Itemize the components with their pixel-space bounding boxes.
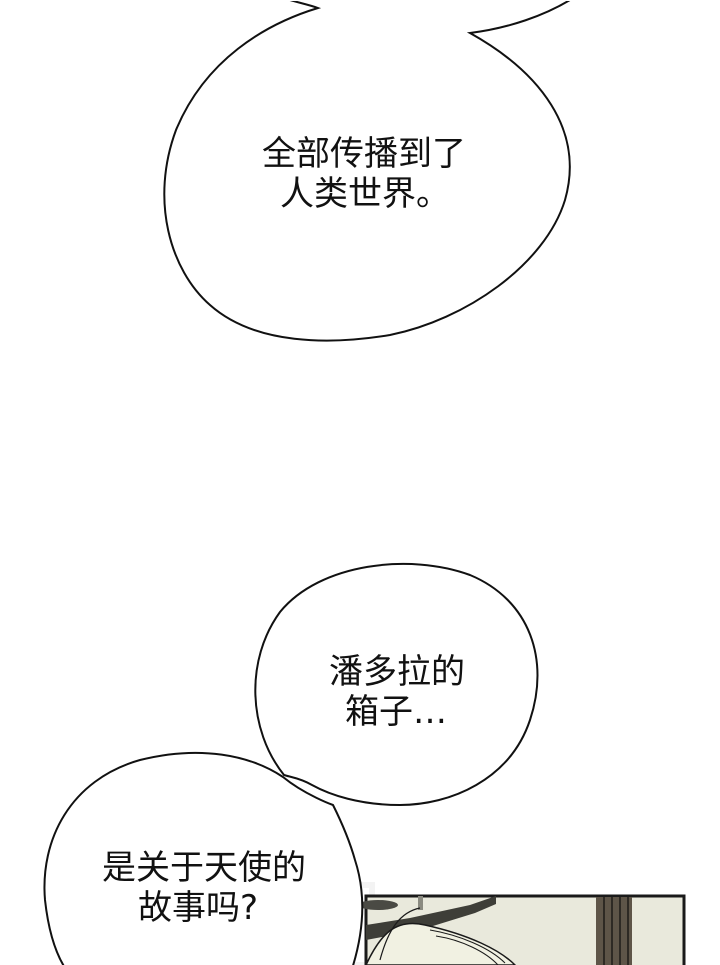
- bubble-1-line-1: 全部传播到了: [262, 134, 466, 174]
- illustration-panel: [358, 894, 686, 965]
- bubble-1-text: 全部传播到了 人类世界。: [262, 134, 466, 214]
- bubble-1-line-2: 人类世界。: [280, 174, 450, 214]
- bubble-2-line-2: 箱子…: [345, 692, 447, 732]
- bubble-3-text: 是关于天使的 故事吗?: [102, 848, 306, 928]
- bubble-2-text: 潘多拉的 箱子…: [329, 652, 465, 732]
- speech-bubble-1: [163, 0, 572, 342]
- speech-bubble-3: [43, 751, 364, 965]
- speech-bubble-2: [254, 562, 539, 807]
- bubble-3-line-2: 故事吗?: [138, 888, 259, 928]
- bubble-2-line-1: 潘多拉的: [329, 652, 465, 692]
- bubble-3-line-1: 是关于天使的: [102, 848, 306, 888]
